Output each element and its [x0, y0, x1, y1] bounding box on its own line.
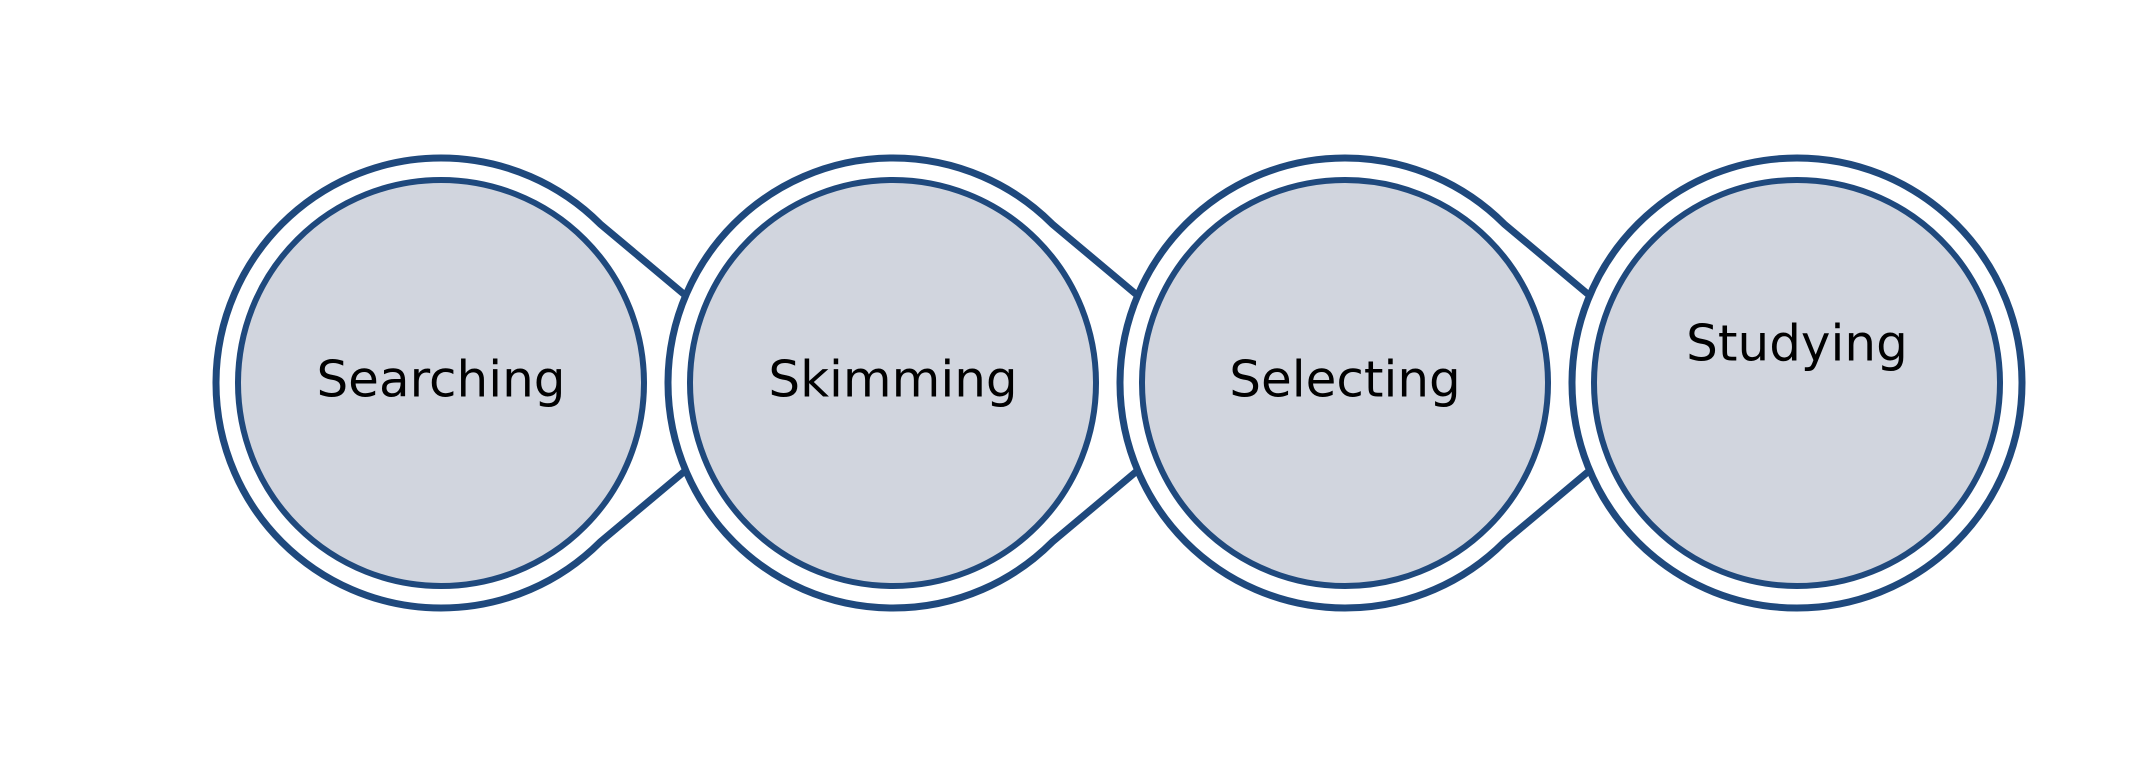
stage-circle-studying — [1591, 177, 2003, 589]
stage-circles — [235, 177, 2003, 589]
stage-circle-selecting — [1139, 177, 1551, 589]
stage-label-searching: Searching — [316, 351, 565, 409]
stage-label-skimming: Skimming — [768, 351, 1017, 409]
stage-labels: Searching Skimming Selecting Studying — [316, 315, 1907, 409]
stage-circle-searching — [235, 177, 647, 589]
stage-label-studying: Studying — [1686, 315, 1908, 373]
stage-label-selecting: Selecting — [1229, 351, 1461, 409]
stage-circle-skimming — [687, 177, 1099, 589]
